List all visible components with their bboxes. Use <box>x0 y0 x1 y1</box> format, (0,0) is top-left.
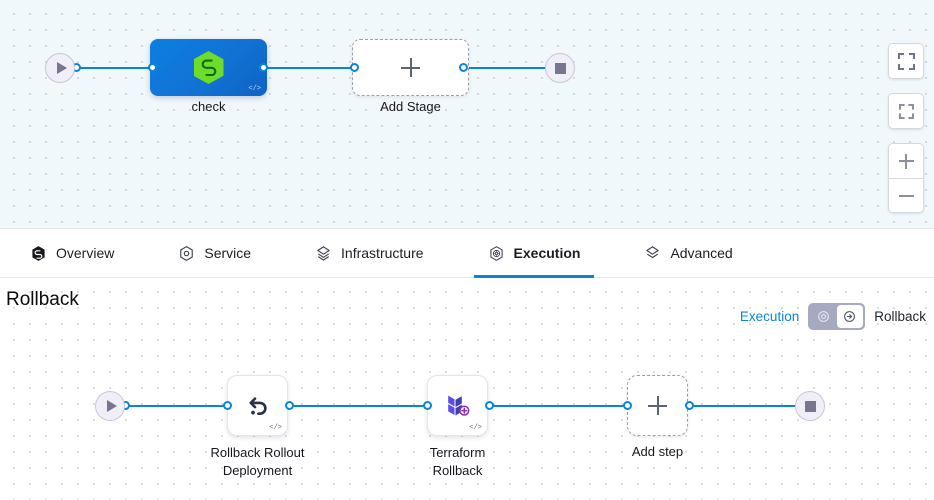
tab-advanced[interactable]: Advanced <box>630 229 746 277</box>
tab-label: Service <box>204 245 252 261</box>
port-addstep-out[interactable] <box>685 401 694 410</box>
minus-icon <box>898 188 914 203</box>
tab-overview[interactable]: Overview <box>16 229 128 277</box>
port-check-in[interactable] <box>148 63 157 72</box>
canvas-selection-group[interactable] <box>888 93 924 129</box>
advanced-layers-icon <box>646 245 660 258</box>
execution-icon <box>818 311 829 322</box>
code-badge: </> <box>269 424 282 432</box>
add-stage-button[interactable] <box>352 39 469 96</box>
edge-start-to-check <box>72 67 158 69</box>
pipeline-start-node[interactable] <box>45 53 75 83</box>
stop-square-icon <box>804 400 816 412</box>
infrastructure-layers-icon <box>317 245 330 261</box>
tab-label: Overview <box>56 245 115 261</box>
tab-label: Advanced <box>670 245 733 261</box>
tab-execution[interactable]: Execution <box>473 229 595 278</box>
edge-terraform-to-addstep <box>489 405 629 407</box>
port-addstage-in[interactable] <box>350 63 359 72</box>
step-label-line1: Terraform <box>429 445 486 460</box>
tab-label: Execution <box>513 245 581 261</box>
rollback-section-title: Rollback <box>6 289 79 310</box>
stage-label-check: check <box>191 99 226 114</box>
toggle-label-execution[interactable]: Execution <box>739 309 800 324</box>
toggle-switch[interactable] <box>808 303 866 330</box>
step-label-line1: Rollback Rollout <box>210 445 305 460</box>
stage-canvas[interactable]: </> check Add Stage <box>0 0 934 228</box>
port-check-out[interactable] <box>259 63 268 72</box>
execution-rollback-toggle[interactable]: Execution Rollback <box>740 303 926 330</box>
edge-check-to-addstage <box>262 67 354 69</box>
pipeline-end-node[interactable] <box>545 53 575 83</box>
zoom-in-button[interactable] <box>889 144 923 178</box>
toggle-option-execution[interactable] <box>810 305 837 328</box>
plus-icon <box>898 153 914 169</box>
step-label-terraform-rollback: Terraform Rollback <box>392 444 523 480</box>
port-terraform-in[interactable] <box>423 401 432 410</box>
step-label-rollback-rollout-deployment: Rollback Rollout Deployment <box>185 444 330 480</box>
canvas-fullscreen-group[interactable] <box>888 43 924 79</box>
execution-gear-icon <box>489 245 503 261</box>
tab-infrastructure[interactable]: Infrastructure <box>301 229 437 277</box>
selection-mode-button[interactable] <box>889 94 923 128</box>
stop-square-icon <box>554 62 566 74</box>
port-addstep-in[interactable] <box>623 401 632 410</box>
rollback-end-node[interactable] <box>795 391 825 421</box>
add-step-label: Add step <box>631 444 684 459</box>
plus-icon <box>401 58 420 77</box>
step-label-line2: Deployment <box>222 463 293 478</box>
dashed-selection-icon <box>898 103 914 119</box>
play-icon <box>106 400 117 412</box>
stage-node-check[interactable]: </> <box>150 39 267 96</box>
tab-label: Infrastructure <box>341 245 424 261</box>
code-badge: </> <box>248 85 261 93</box>
tab-service[interactable]: Service <box>164 229 265 277</box>
overview-hexagon-icon <box>32 245 45 261</box>
step-node-rollback-rollout-deployment[interactable]: </> <box>227 375 288 436</box>
zoom-out-button[interactable] <box>889 178 923 212</box>
edge-addstep-to-end <box>688 405 803 407</box>
fullscreen-button[interactable] <box>889 44 923 78</box>
add-stage-label: Add Stage <box>380 99 441 114</box>
code-badge: </> <box>469 424 482 432</box>
rollback-arrow-icon <box>844 311 856 322</box>
stage-tab-bar[interactable]: Overview Service Infrastructure <box>0 228 934 278</box>
toggle-label-rollback[interactable]: Rollback <box>874 309 926 324</box>
edge-rollout-to-terraform <box>289 405 429 407</box>
toggle-option-rollback[interactable] <box>836 305 864 328</box>
service-hexagon-icon <box>180 245 194 261</box>
rollback-start-node[interactable] <box>95 391 125 421</box>
play-icon <box>56 62 67 74</box>
undo-arrow-icon <box>248 396 267 415</box>
port-rollout-in[interactable] <box>223 401 232 410</box>
edge-start-to-rollout <box>122 405 228 407</box>
edge-addstage-to-end <box>460 67 560 69</box>
port-addstage-out[interactable] <box>459 63 468 72</box>
step-label-line2: Rollback <box>432 463 483 478</box>
plus-icon <box>648 396 667 415</box>
port-terraform-out[interactable] <box>485 401 494 410</box>
rollback-canvas[interactable]: </> Rollback Rollout Deployment </> Terr… <box>0 278 934 500</box>
fullscreen-icon <box>897 52 915 70</box>
add-step-button[interactable] <box>627 375 688 436</box>
port-rollout-out[interactable] <box>285 401 294 410</box>
canvas-zoom-group[interactable] <box>888 143 924 213</box>
step-node-terraform-rollback[interactable]: </> <box>427 375 488 436</box>
terraform-icon <box>447 395 469 416</box>
harness-hexagon-icon <box>193 51 224 84</box>
